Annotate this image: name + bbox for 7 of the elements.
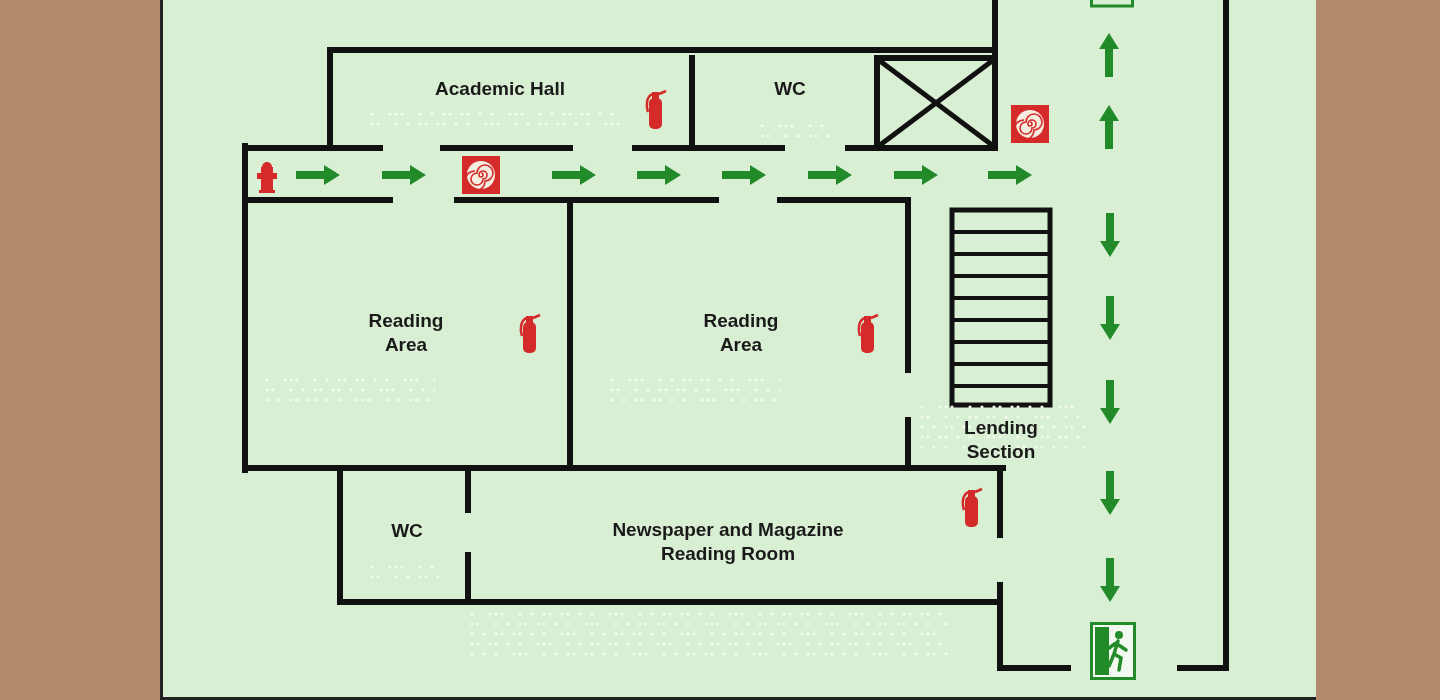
room-label: WC	[367, 519, 447, 543]
room-label: Reading Area	[681, 309, 801, 357]
room-label: Lending Section	[946, 416, 1056, 464]
room-label: Newspaper and Magazine Reading Room	[583, 518, 873, 566]
room-label: WC	[750, 77, 830, 101]
room-label: Reading Area	[346, 309, 466, 357]
room-label: Academic Hall	[400, 77, 600, 101]
